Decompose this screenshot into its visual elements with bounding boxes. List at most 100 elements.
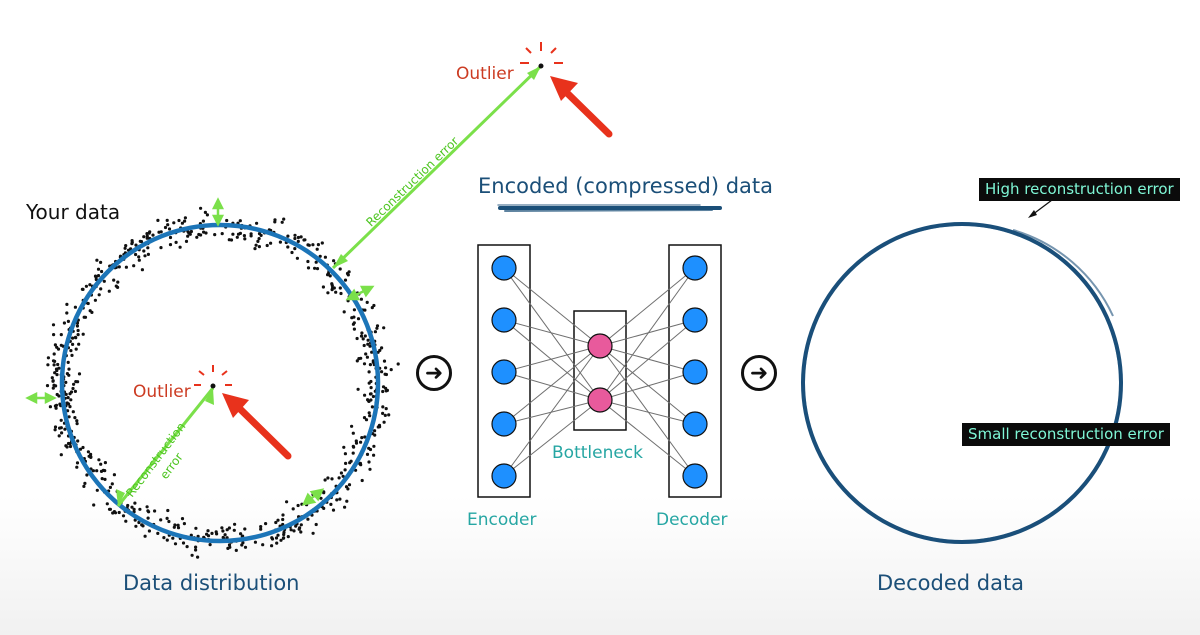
data-point: [382, 326, 386, 330]
data-point: [243, 237, 247, 241]
data-point: [148, 230, 152, 234]
data-point: [53, 425, 58, 429]
data-point: [292, 529, 296, 533]
data-point: [328, 274, 332, 278]
data-point: [347, 483, 352, 487]
data-point: [166, 223, 170, 227]
data-point: [59, 333, 63, 337]
data-point: [315, 247, 319, 251]
data-point: [66, 319, 70, 323]
data-point: [276, 518, 280, 522]
data-point: [194, 526, 198, 530]
data-point: [270, 536, 274, 540]
data-point: [93, 298, 97, 302]
data-point: [373, 429, 377, 433]
network-edge: [503, 399, 601, 477]
your-data-label: Your data: [26, 200, 121, 224]
decoder-layer-box: [668, 244, 722, 498]
data-point: [76, 380, 80, 384]
data-point: [332, 259, 336, 263]
data-point: [335, 498, 339, 502]
inner-reconstruction-line: [116, 387, 215, 507]
data-point: [108, 485, 112, 489]
data-point: [343, 468, 347, 472]
data-point: [257, 245, 261, 249]
data-point: [344, 485, 349, 489]
network-edge: [503, 267, 601, 347]
data-point: [299, 530, 303, 534]
data-point: [181, 541, 186, 545]
data-point: [183, 219, 187, 223]
outer-reconstruction-arrowhead: [527, 66, 541, 80]
data-point: [55, 368, 59, 373]
data-point: [356, 317, 361, 321]
data-point: [331, 508, 336, 512]
data-point: [134, 524, 138, 528]
data-point: [163, 225, 168, 230]
data-point: [360, 331, 364, 335]
data-point: [195, 235, 199, 239]
network-edge: [599, 371, 696, 401]
network-edge: [599, 267, 696, 401]
data-point: [370, 350, 374, 354]
data-point: [338, 286, 342, 290]
data-point: [69, 398, 73, 402]
decoded-ring: [801, 222, 1123, 544]
network-edge: [503, 371, 601, 401]
data-point: [90, 310, 94, 314]
data-point: [59, 418, 63, 422]
data-point: [159, 518, 163, 522]
data-point: [51, 359, 56, 363]
data-point: [273, 218, 277, 222]
data-point: [180, 517, 185, 521]
data-point: [201, 219, 205, 223]
data-point: [71, 336, 75, 340]
data-point: [66, 360, 70, 364]
data-point: [67, 415, 71, 419]
data-point: [51, 323, 56, 327]
small-error-label: Small reconstruction error: [962, 423, 1170, 446]
data-point: [323, 255, 327, 259]
data-point: [243, 527, 247, 531]
data-point: [368, 414, 372, 418]
data-point: [290, 250, 294, 255]
data-point: [111, 511, 115, 515]
data-point: [296, 239, 300, 243]
data-point: [389, 368, 393, 372]
data-point: [316, 243, 320, 247]
data-point: [65, 401, 69, 405]
data-point: [77, 372, 82, 376]
data-point: [60, 431, 64, 435]
data-point: [59, 453, 63, 457]
data-point: [279, 538, 283, 542]
data-points: [45, 206, 400, 559]
data-point: [281, 517, 285, 522]
data-point: [196, 555, 200, 559]
data-point: [381, 411, 385, 415]
data-point: [168, 243, 173, 247]
network-edge: [599, 345, 696, 425]
data-point: [306, 517, 310, 521]
data-point: [96, 267, 101, 271]
data-point: [249, 234, 253, 238]
data-point: [82, 315, 86, 319]
data-point: [351, 451, 355, 455]
decoder-label: Decoder: [656, 510, 728, 530]
network-edge: [599, 399, 696, 477]
data-point: [145, 236, 149, 240]
bottleneck-label: Bottleneck: [552, 443, 644, 463]
data-point: [311, 243, 315, 247]
data-point: [176, 523, 180, 527]
data-point: [259, 525, 263, 529]
data-point: [73, 305, 77, 309]
data-point: [168, 235, 173, 240]
data-point: [227, 526, 231, 530]
data-point: [358, 461, 362, 465]
data-point: [257, 232, 262, 236]
data-point: [75, 321, 80, 325]
data-point: [381, 405, 385, 409]
data-point: [255, 221, 259, 225]
decoder-node: [682, 359, 708, 385]
data-point: [55, 345, 59, 349]
network-edge: [503, 319, 601, 347]
